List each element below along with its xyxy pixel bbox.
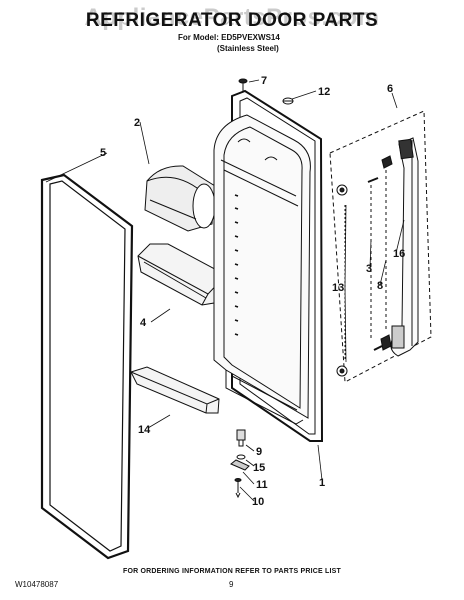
callout-1: 1 [319,477,325,489]
callout-8: 8 [377,280,383,292]
callout-11: 11 [256,479,268,491]
page-title: REFRIGERATOR DOOR PARTS [85,10,379,31]
handle-studs [367,155,393,351]
callout-9: 9 [256,446,262,458]
door-assembly [213,89,324,442]
callout-7: 7 [261,75,267,87]
hinge-stack [230,429,250,499]
callout-15: 15 [253,462,265,474]
watermark: AppliancePartsPros.com [84,4,380,31]
callout-14: 14 [138,424,151,436]
callout-16: 16 [393,248,405,260]
handle-assembly [329,110,432,383]
callout-13: 13 [332,282,344,294]
callout-4: 4 [140,317,147,329]
model-number: For Model: ED5PVEXWS14 [178,33,280,42]
page-number: 9 [229,580,234,589]
door-gasket [40,173,134,560]
dairy-compartment [144,165,216,232]
ordering-note: FOR ORDERING INFORMATION REFER TO PARTS … [122,568,342,575]
leader-lines [45,79,405,502]
top-screw [238,78,248,91]
top-plug [282,97,294,105]
callout-6: 6 [387,83,393,95]
door-bin [137,243,227,306]
callout-10: 10 [252,496,264,508]
callout-3: 3 [366,263,372,275]
callout-12: 12 [318,86,330,98]
document-number: W10478087 [15,580,59,589]
callout-5: 5 [100,147,106,159]
finish-label: (Stainless Steel) [217,44,279,53]
callout-2: 2 [134,117,140,129]
bottom-bin [130,366,220,414]
